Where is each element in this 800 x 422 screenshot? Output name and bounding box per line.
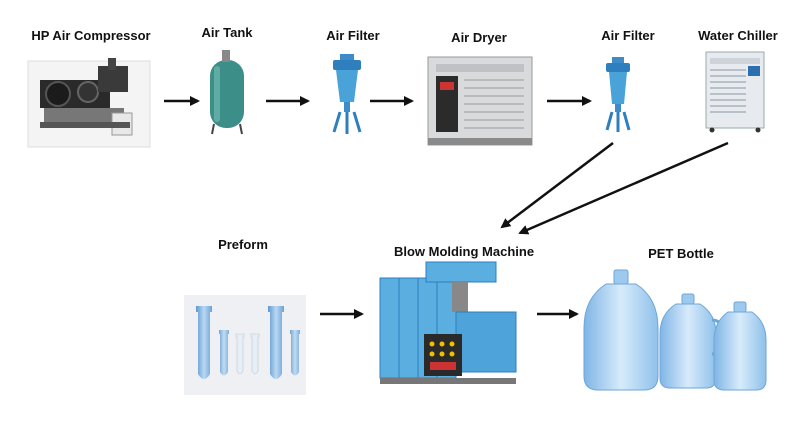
label-air-dryer: Air Dryer [451,30,507,45]
air-dryer-icon [427,56,533,146]
air-tank-icon [210,50,244,135]
arrow-chiller-to-machine [518,141,729,235]
label-pet-bottle: PET Bottle [648,246,714,261]
label-water-chiller: Water Chiller [698,28,778,43]
blow-molding-machine-icon [379,261,517,384]
label-air-tank: Air Tank [201,25,253,40]
pet-bottle-icon [583,269,767,391]
flow-arrows [164,96,729,319]
air-compressor-icon [27,58,151,148]
label-air-filter-2: Air Filter [601,28,655,43]
label-air-filter-1: Air Filter [326,28,380,43]
air-filter-icon [605,57,631,132]
label-blow-molding-machine: Blow Molding Machine [393,244,535,259]
preform-icon [184,295,306,395]
label-hp-air-compressor: HP Air Compressor [31,28,151,43]
arrow-filter-to-machine [500,142,614,229]
label-preform: Preform [218,237,268,252]
water-chiller-icon [705,51,765,133]
air-filter-icon [332,54,362,134]
